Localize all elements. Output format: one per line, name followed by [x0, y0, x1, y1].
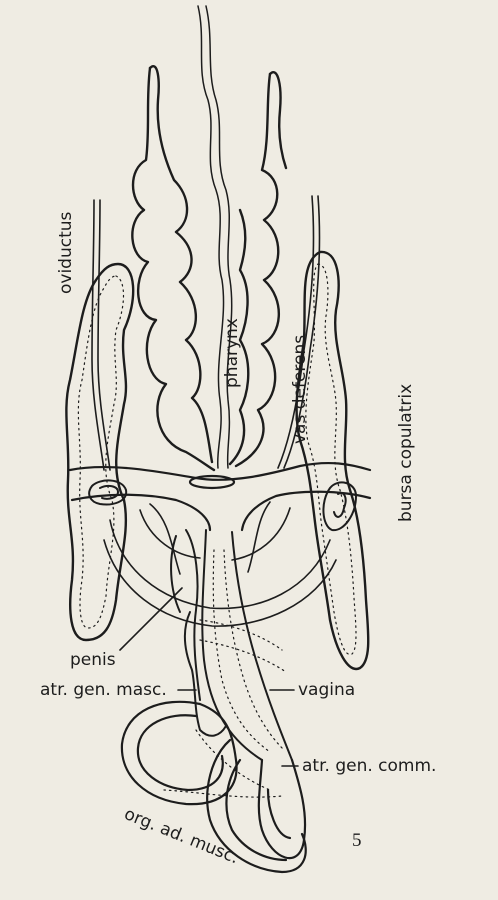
muscle-ring — [104, 502, 336, 626]
label-atr-gen-masc: atr. gen. masc. — [40, 682, 167, 699]
pharynx-wall — [132, 66, 286, 470]
label-atr-gen-comm: atr. gen. comm. — [302, 758, 436, 775]
right-lateral-organ — [297, 252, 369, 669]
figure-number: 5 — [352, 830, 362, 852]
label-oviductus: oviductus — [58, 212, 75, 294]
label-pharynx: pharynx — [224, 318, 241, 388]
label-bursa-copulatrix: bursa copulatrix — [398, 384, 415, 522]
vagina-tube — [202, 530, 292, 760]
left-lateral-organ — [66, 264, 133, 640]
label-vas-deferens: vas deferens — [292, 335, 309, 444]
atrium-genitale-commune — [259, 760, 305, 858]
pharynx-opening — [190, 476, 234, 488]
oviductus-duct — [92, 200, 110, 470]
leader-lines — [120, 588, 298, 766]
label-vagina: vagina — [298, 682, 355, 699]
pharynx-lumen — [198, 6, 232, 468]
label-penis: penis — [70, 652, 116, 669]
vagina-dots — [200, 550, 286, 752]
